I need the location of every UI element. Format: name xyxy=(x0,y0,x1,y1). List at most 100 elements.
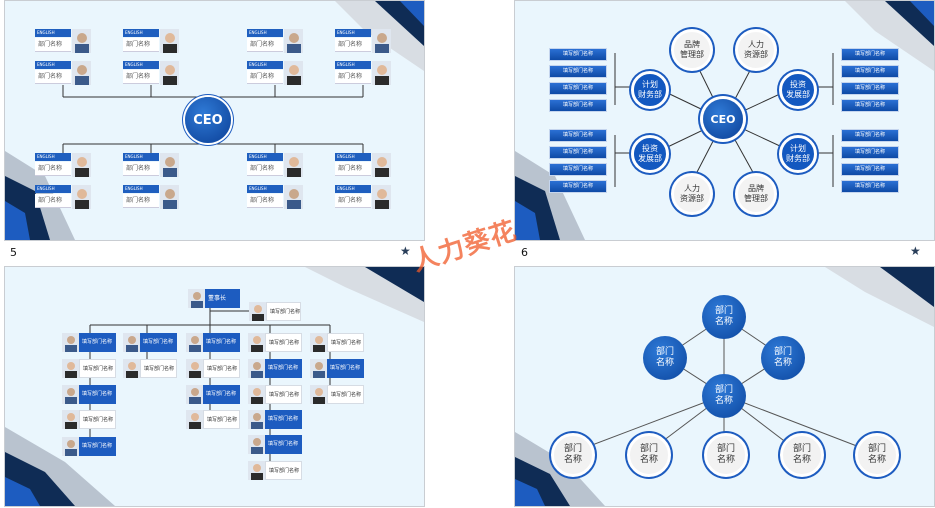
dept-circle: 投资 发展部 xyxy=(631,135,669,173)
card-label: 填写部门名称 xyxy=(265,385,302,404)
card-label: 部门名称 xyxy=(35,194,71,208)
org-card: 填写部门名称 xyxy=(248,435,302,454)
person-photo xyxy=(72,185,91,209)
card-label: 填写部门名称 xyxy=(265,435,302,454)
dept-node-bottom: 部门 名称 xyxy=(627,433,671,477)
person-photo xyxy=(248,359,265,378)
tag-label: ENGLISH xyxy=(335,61,371,69)
dept-box: 填写部门名称 xyxy=(549,129,607,142)
tag-label: ENGLISH xyxy=(247,153,283,161)
dept-circle: 投资 发展部 xyxy=(779,71,817,109)
person-photo xyxy=(372,29,391,53)
dept-box: 填写部门名称 xyxy=(549,48,607,61)
person-photo xyxy=(160,29,179,53)
card-label: 填写部门名称 xyxy=(203,359,240,378)
person-photo xyxy=(62,385,79,404)
dept-box: 填写部门名称 xyxy=(549,99,607,112)
person-photo xyxy=(160,61,179,85)
star-icon[interactable]: ★ xyxy=(910,244,921,258)
slide-thumbnail-7[interactable]: 董事长 填写部门名称 填写部门名称 填写部门名称 填写部门名称 填写部门名称 填… xyxy=(4,266,425,507)
dept-box: 填写部门名称 xyxy=(841,65,899,78)
org-card: 填写部门名称 xyxy=(186,410,240,429)
org-card: 填写部门名称 xyxy=(248,359,302,378)
card-label: 填写部门名称 xyxy=(140,333,177,352)
chairman-card: 董事长 xyxy=(188,289,240,308)
card-label: 填写部门名称 xyxy=(327,359,364,378)
org-card: 填写部门名称 xyxy=(248,410,302,429)
decorative-background xyxy=(515,1,934,240)
person-photo xyxy=(72,153,91,177)
org-card: 填写部门名称 xyxy=(62,333,116,352)
person-photo xyxy=(188,289,205,308)
card-label: 填写部门名称 xyxy=(203,333,240,352)
card-label: 部门名称 xyxy=(35,70,71,84)
tag-label: ENGLISH xyxy=(247,29,283,37)
person-photo xyxy=(186,385,203,404)
tag-label: ENGLISH xyxy=(335,153,371,161)
slide-thumbnail-6[interactable]: CEO 品牌 管理部 人力 资源部 人力 资源部 品牌 管理部 计划 财务部 投… xyxy=(514,0,935,241)
card-label: 部门名称 xyxy=(35,38,71,52)
org-card: 填写部门名称 xyxy=(62,410,116,429)
org-card: 填写部门名称 xyxy=(186,385,240,404)
org-card: 填写部门名称 xyxy=(248,461,302,480)
person-photo xyxy=(284,153,303,177)
person-photo xyxy=(310,385,327,404)
org-card: 填写部门名称 xyxy=(310,333,364,352)
dept-node-left: 部门 名称 xyxy=(643,336,687,380)
tag-label: ENGLISH xyxy=(335,185,371,193)
person-photo xyxy=(72,61,91,85)
dept-circle: 品牌 管理部 xyxy=(735,173,777,215)
dept-box: 填写部门名称 xyxy=(841,129,899,142)
card-label: 填写部门名称 xyxy=(266,302,301,321)
person-photo xyxy=(248,410,265,429)
card-label: 部门名称 xyxy=(247,38,283,52)
card-label: 填写部门名称 xyxy=(265,461,302,480)
org-card: 填写部门名称 xyxy=(186,333,240,352)
ceo-node: CEO xyxy=(185,97,231,143)
person-photo xyxy=(249,302,266,321)
card-label: 部门名称 xyxy=(123,194,159,208)
card-label: 填写部门名称 xyxy=(203,410,240,429)
card-label: 部门名称 xyxy=(335,38,371,52)
dept-node-bottom: 部门 名称 xyxy=(551,433,595,477)
star-icon[interactable]: ★ xyxy=(400,244,411,258)
person-photo xyxy=(72,29,91,53)
org-card: 填写部门名称 xyxy=(186,359,240,378)
person-photo xyxy=(284,185,303,209)
card-label: 填写部门名称 xyxy=(79,437,116,456)
person-photo xyxy=(248,461,265,480)
card-label: 部门名称 xyxy=(35,162,71,176)
dept-node-center: 部门 名称 xyxy=(702,374,746,418)
person-photo xyxy=(123,359,140,378)
person-photo xyxy=(123,333,140,352)
person-photo xyxy=(186,333,203,352)
dept-node-right: 部门 名称 xyxy=(761,336,805,380)
card-label: 填写部门名称 xyxy=(140,359,177,378)
person-photo xyxy=(62,437,79,456)
person-photo xyxy=(284,61,303,85)
card-label: 填写部门名称 xyxy=(79,359,116,378)
person-photo xyxy=(62,359,79,378)
org-card: 填写部门名称 xyxy=(123,359,177,378)
card-label: 填写部门名称 xyxy=(79,333,116,352)
card-label: 部门名称 xyxy=(335,194,371,208)
person-photo xyxy=(284,29,303,53)
dept-circle: 计划 财务部 xyxy=(631,71,669,109)
dept-node-bottom: 部门 名称 xyxy=(704,433,748,477)
tag-label: ENGLISH xyxy=(247,185,283,193)
dept-box: 填写部门名称 xyxy=(841,163,899,176)
slide-thumbnail-8[interactable]: 部门 名称 部门 名称 部门 名称 部门 名称 部门 名称 部门 名称 部门 名… xyxy=(514,266,935,507)
